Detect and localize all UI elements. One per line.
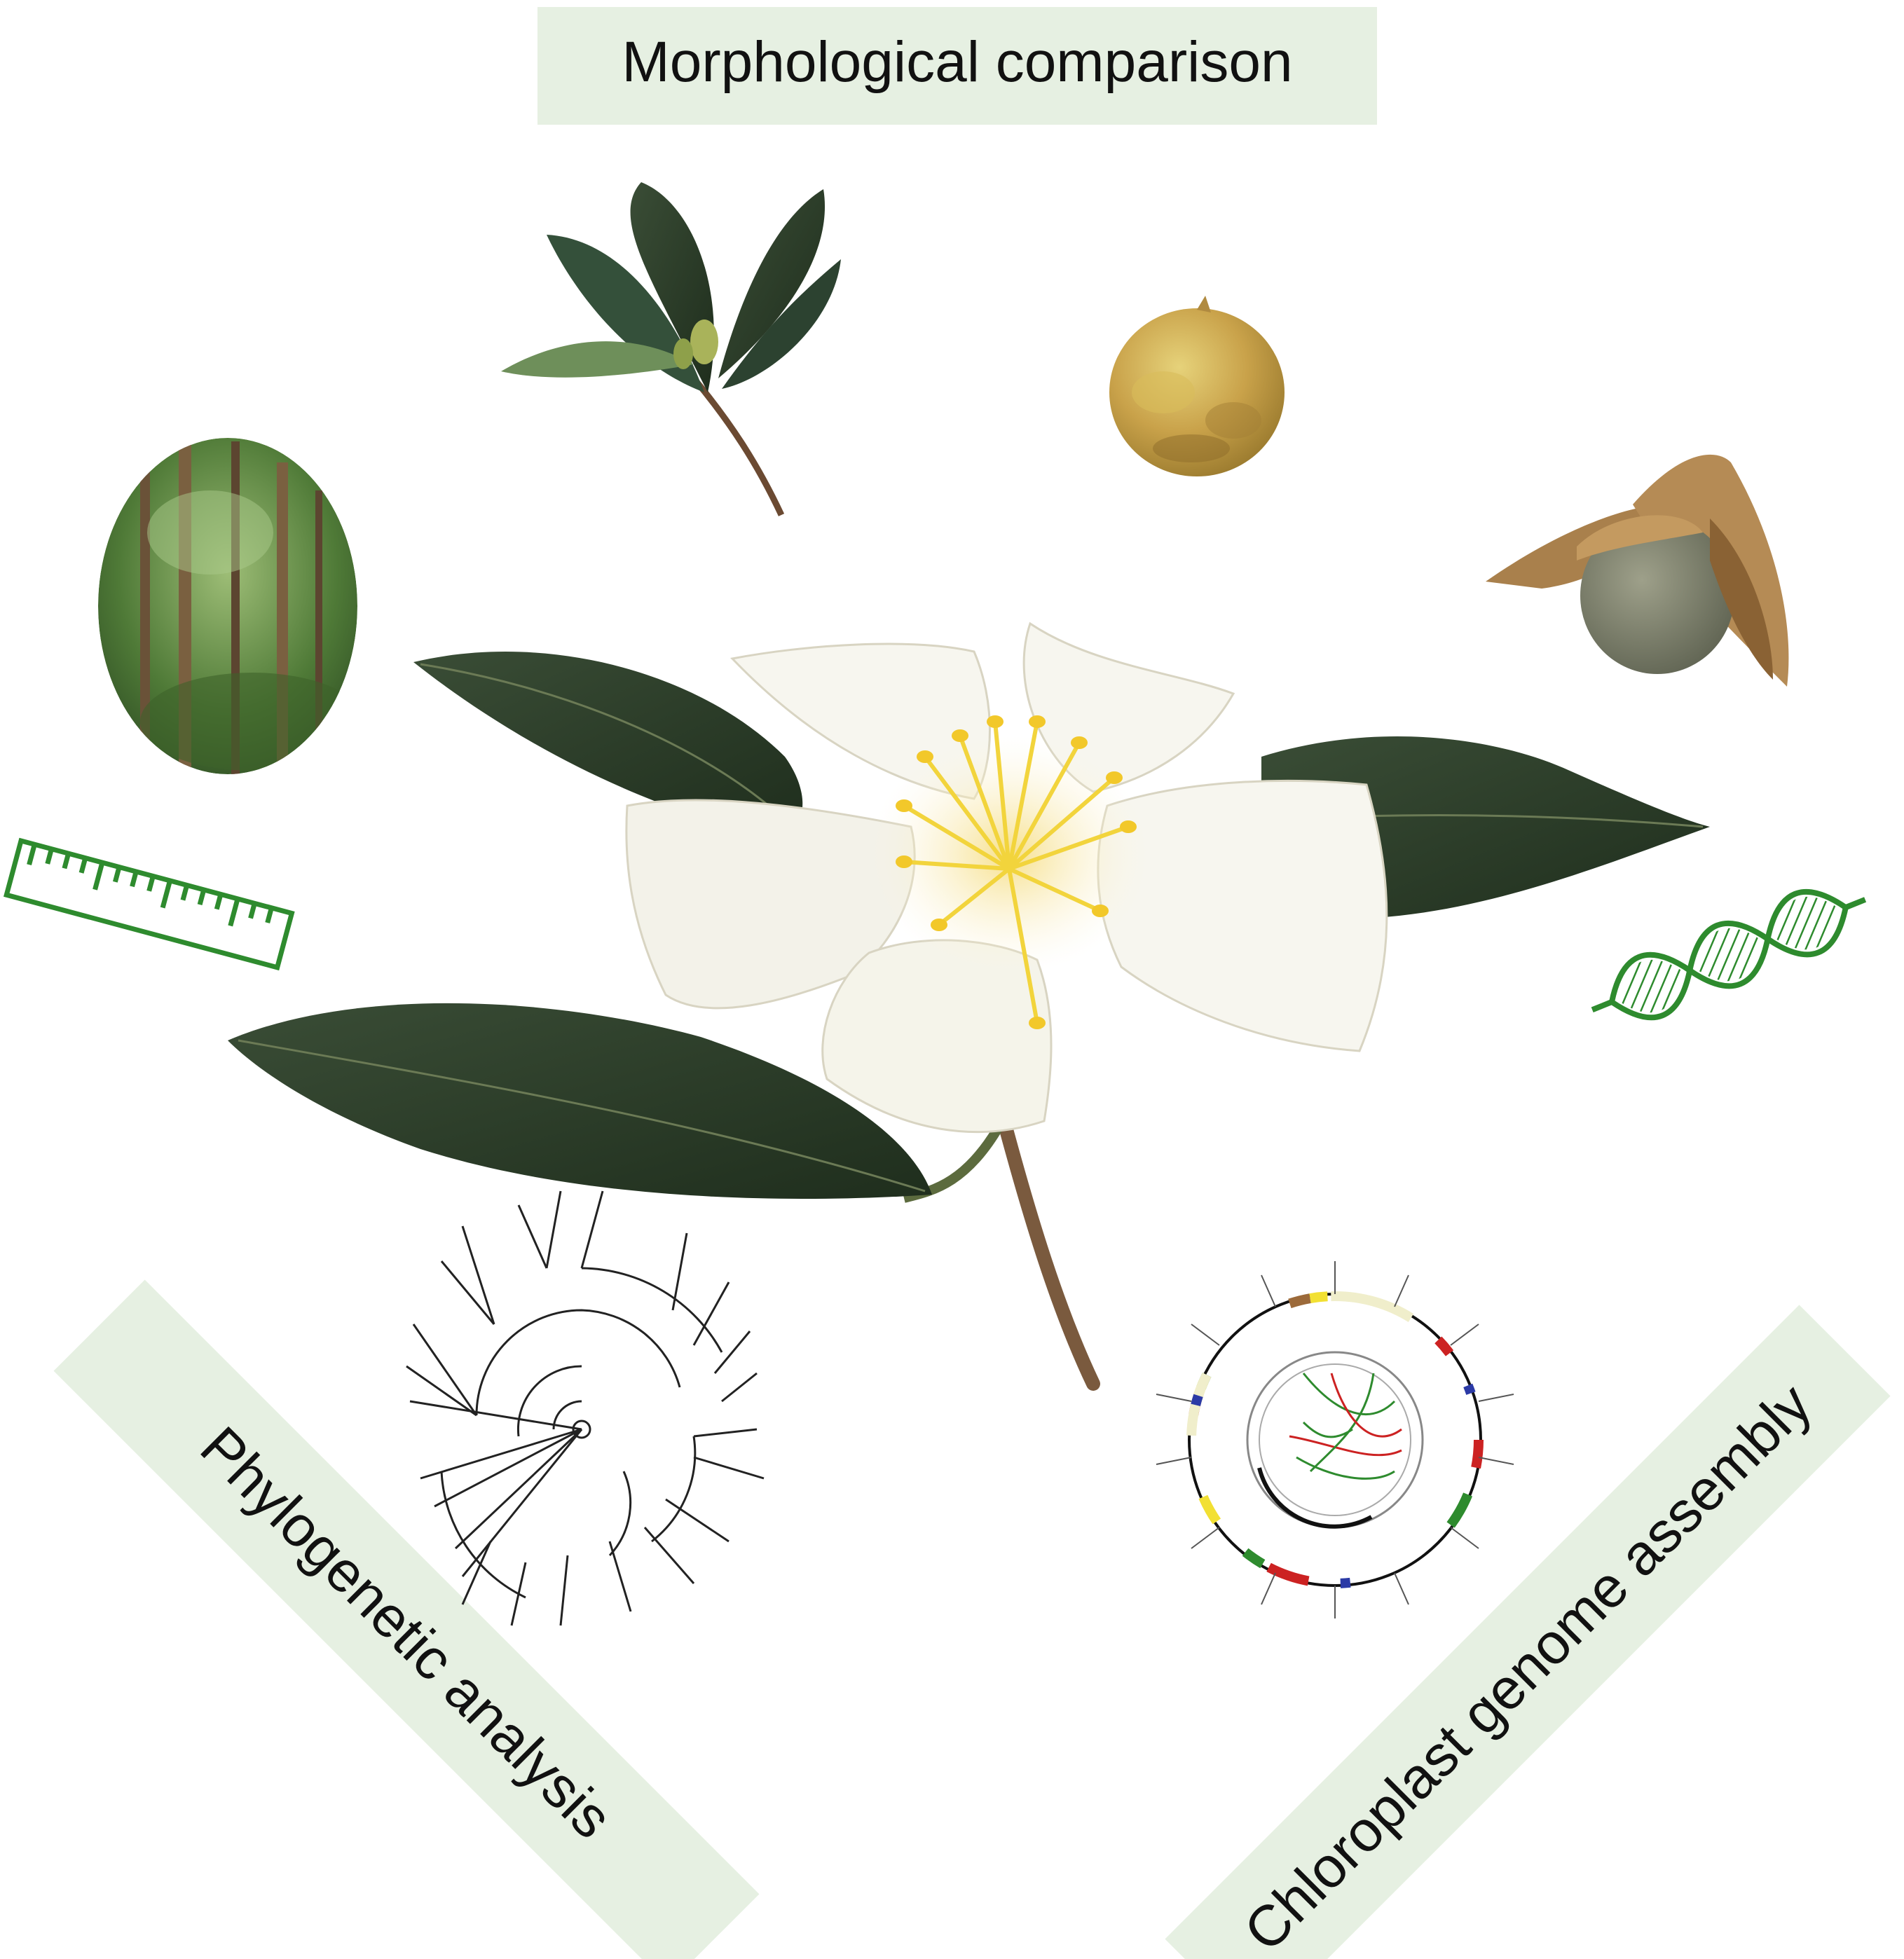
banner-chloroplast-genome-assembly: Chloroplast genome assembly — [1165, 1305, 1891, 1959]
dna-helix-icon — [1591, 888, 1867, 1021]
leafy-shoot-photo — [501, 182, 841, 516]
ruler-icon — [4, 837, 295, 971]
camellia-flower-photo — [228, 621, 1710, 1391]
banner-phylogenetic-analysis: Phylogenetic analysis — [53, 1279, 760, 1959]
open-seed-pod-photo — [1486, 454, 1789, 687]
banner-morphological-comparison: Morphological comparison — [537, 7, 1377, 125]
banner-morphological-label: Morphological comparison — [622, 30, 1292, 94]
chloroplast-genome-map-figure — [1156, 1261, 1514, 1618]
fruit-capsule-photo — [1109, 296, 1285, 476]
banner-phylogenetic-label: Phylogenetic analysis — [189, 1415, 624, 1850]
forest-habitat-photo — [98, 438, 357, 774]
phylogenetic-tree-figure — [406, 1190, 765, 1626]
